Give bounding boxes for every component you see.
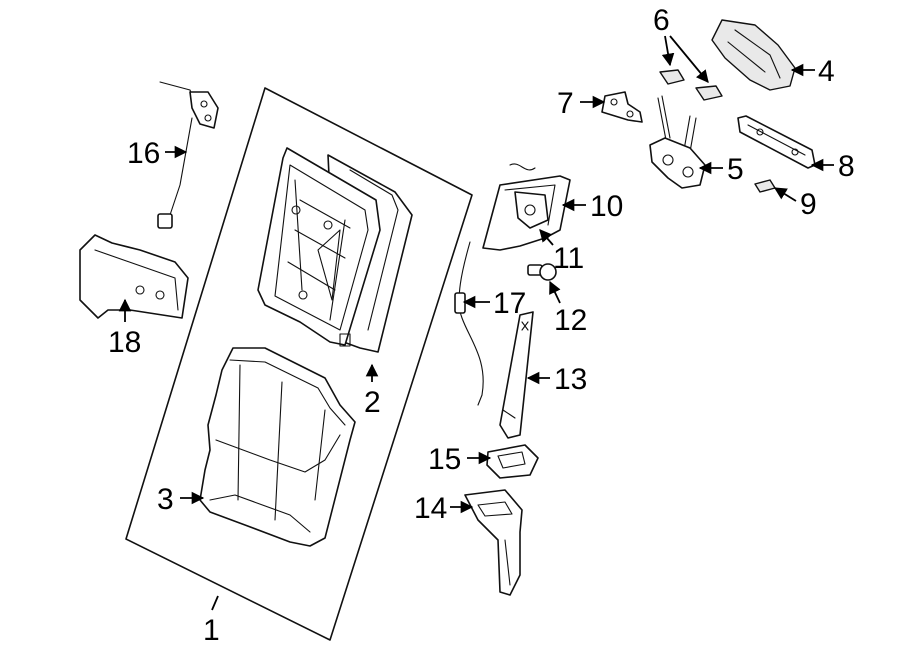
callout-2: 2	[364, 386, 381, 419]
callout-3: 3	[157, 483, 174, 516]
leader-6b	[669, 35, 709, 83]
callout-17: 17	[493, 287, 526, 320]
seat-back-assembly-outline	[125, 87, 473, 641]
callout-1: 1	[203, 614, 220, 647]
latch	[514, 191, 549, 229]
callout-10: 10	[590, 190, 623, 223]
bracket	[601, 91, 643, 123]
callout-9: 9	[800, 188, 817, 221]
knob	[527, 263, 557, 281]
callout-15: 15	[428, 443, 461, 476]
side-trim	[464, 489, 523, 596]
headrest	[711, 19, 796, 91]
leader-9	[773, 187, 797, 202]
release-bezel	[486, 444, 539, 479]
callout-13: 13	[554, 363, 587, 396]
callout-4: 4	[818, 55, 835, 88]
strap	[499, 311, 534, 439]
cable-bracket	[157, 81, 219, 229]
callout-11: 11	[553, 242, 584, 275]
callout-16: 16	[127, 137, 160, 170]
callout-6: 6	[653, 4, 670, 37]
callout-14: 14	[414, 492, 447, 525]
callout-18: 18	[108, 326, 141, 359]
seat-back-frame	[257, 147, 413, 353]
headrest-guides	[659, 69, 723, 101]
headrest-frame	[649, 95, 706, 189]
leader-12	[549, 280, 561, 304]
release-cable	[454, 241, 484, 406]
leader-1	[211, 595, 219, 611]
lower-cover	[79, 234, 189, 319]
callout-7: 7	[557, 87, 574, 120]
callout-12: 12	[554, 304, 587, 337]
leader-11	[539, 229, 554, 246]
callout-8: 8	[838, 150, 855, 183]
seat-back-cover	[199, 347, 356, 547]
clip	[754, 179, 776, 193]
leader-6a	[661, 35, 675, 67]
callout-5: 5	[727, 153, 744, 186]
trim-panel	[737, 115, 816, 169]
